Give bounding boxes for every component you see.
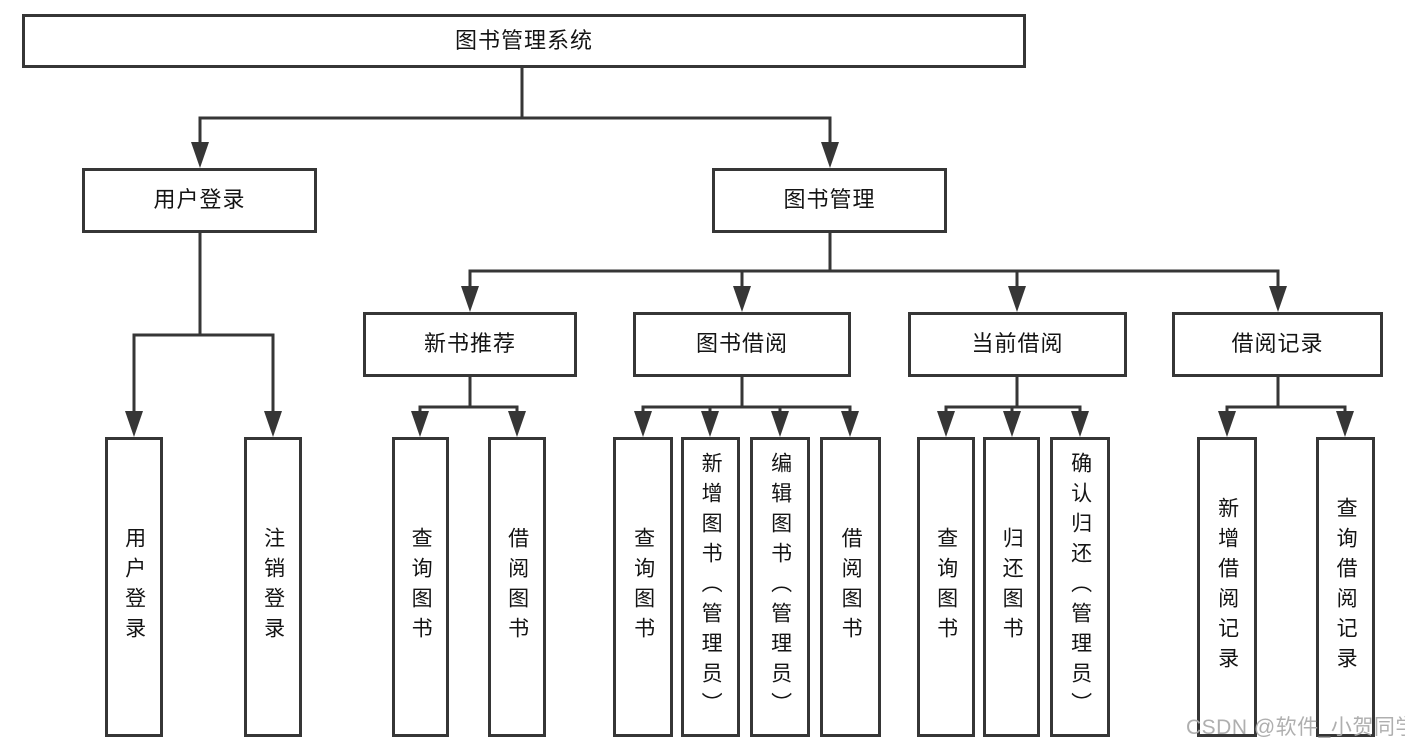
leaf-add-borrow-record: 新增借阅记录 [1197,437,1257,737]
wire-user-login [132,233,275,414]
leaf-query-borrow-record: 查询借阅记录 [1316,437,1375,737]
watermark-csdn: CSDN @软件_小贺同学 [1186,716,1405,739]
leaf-query-books-current: 查询图书 [917,437,975,737]
node-book-management: 图书管理 [712,168,947,233]
leaf-confirm-return-admin: 确认归还（管理员） [1050,437,1110,737]
wire-borrow-record [1225,377,1347,414]
leaf-edit-book-admin: 编辑图书（管理员） [750,437,810,737]
wire-root [198,68,832,144]
node-book-borrowing: 图书借阅 [633,312,851,377]
wire-current-borrow [944,377,1082,414]
leaf-add-book-admin: 新增图书（管理员） [681,437,740,737]
wire-book-management [468,233,1280,290]
leaf-user-login: 用户登录 [105,437,163,737]
leaf-logout: 注销登录 [244,437,302,737]
node-new-book-recommend: 新书推荐 [363,312,577,377]
leaf-borrow-books-recommend: 借阅图书 [488,437,546,737]
leaf-query-books-recommend: 查询图书 [392,437,449,737]
node-user-login: 用户登录 [82,168,317,233]
arrowheads [125,142,1354,437]
node-borrow-records: 借阅记录 [1172,312,1383,377]
node-current-borrowing: 当前借阅 [908,312,1127,377]
leaf-borrow-books: 借阅图书 [820,437,881,737]
node-library-system: 图书管理系统 [22,14,1026,68]
leaf-query-books-borrow: 查询图书 [613,437,673,737]
wire-new-book [418,377,519,414]
wire-book-borrow [641,377,852,414]
leaf-return-books: 归还图书 [983,437,1040,737]
